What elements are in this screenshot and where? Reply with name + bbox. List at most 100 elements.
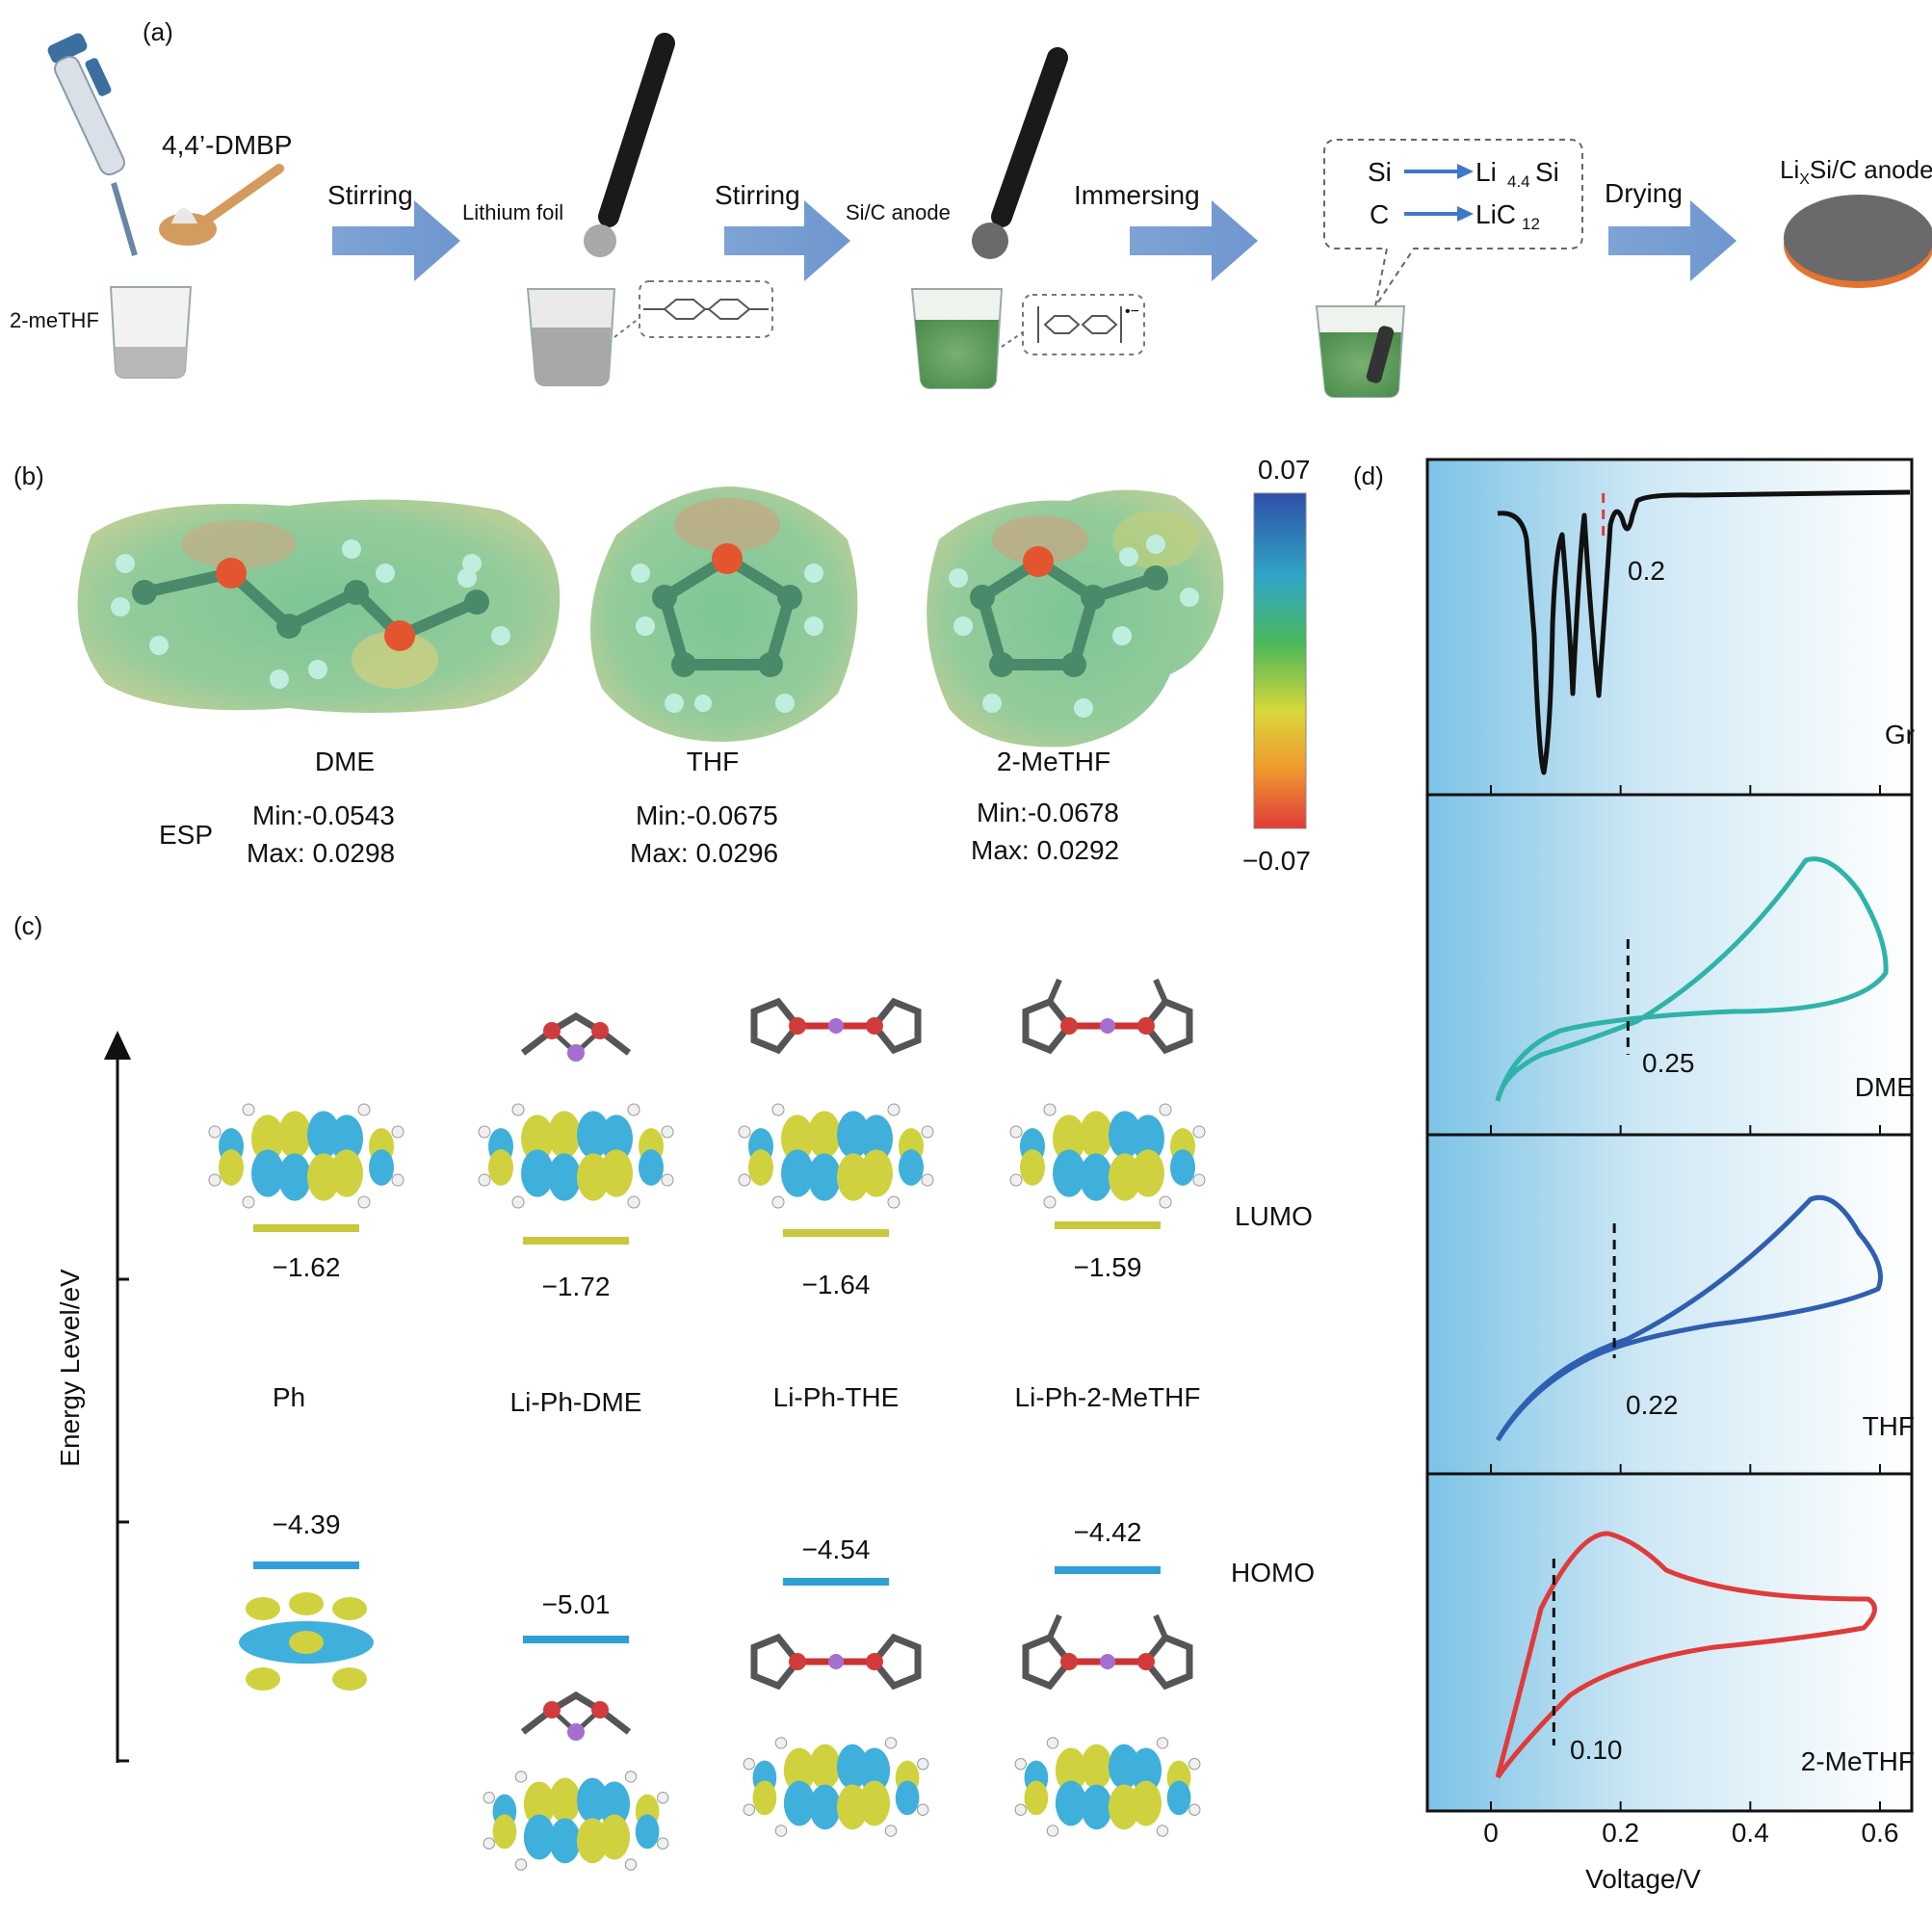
ligand-structure <box>520 1691 632 1741</box>
orbital-lobe <box>1080 1153 1112 1201</box>
cv-curve-dme <box>1495 856 1889 1102</box>
orbital-lobe <box>1081 1744 1112 1790</box>
orbital-lobe <box>488 1149 513 1186</box>
x-axis-label: Voltage/V <box>1585 1864 1701 1894</box>
hydrogen-atom <box>1156 1737 1169 1749</box>
orbital-lobe <box>1132 1115 1164 1163</box>
step1-label: Stirring <box>327 180 413 210</box>
orbital-lobe <box>1055 1747 1087 1794</box>
orbital-lobe <box>858 1780 891 1826</box>
orbital-lobe <box>1053 1149 1085 1197</box>
hydrogen-atom <box>917 1758 929 1771</box>
hydrogen-atom <box>657 1792 669 1804</box>
orbital-lobe <box>598 1781 631 1827</box>
orbital-lobe <box>523 1814 556 1860</box>
orbital-lobe <box>781 1149 814 1197</box>
homo-value: −4.54 <box>802 1535 871 1564</box>
orbital-lobe <box>808 1111 841 1159</box>
ligand-structure <box>520 1011 632 1062</box>
reaction-si-tail: Si <box>1535 157 1559 187</box>
hydrogen-atom <box>511 1103 525 1116</box>
lumo-value: −1.64 <box>802 1270 871 1299</box>
orbital-lobe <box>330 1115 363 1163</box>
orbital-lobe <box>781 1115 814 1163</box>
hydrogen-atom <box>887 1195 901 1209</box>
ligand-structure <box>1022 1613 1193 1691</box>
ligand-structure <box>750 997 922 1055</box>
orbital-lobe <box>492 1814 517 1849</box>
molecule-name-2methf: 2-MeTHF <box>997 747 1110 776</box>
panel-c: (c) Energy Level/eV LUMO HOMO −1.62Ph−4.… <box>13 911 1315 1871</box>
hydrogen-atom <box>624 1771 638 1783</box>
ligand-structure <box>1022 978 1193 1055</box>
hydrogen-atom <box>771 1103 785 1116</box>
esp-surface-thf <box>590 486 858 742</box>
hydrogen-atom <box>661 1173 674 1187</box>
orbital-lobe <box>523 1781 556 1827</box>
colorbar-min: −0.07 <box>1242 846 1311 876</box>
cv-curve-gr <box>1497 489 1911 775</box>
orbital-lobe <box>1130 1780 1162 1826</box>
homo-orbital-lobe <box>289 1592 324 1615</box>
reaction-c-right: LiC <box>1475 199 1516 229</box>
reaction-si-sub: 4.4 <box>1507 172 1530 191</box>
hydrogen-atom <box>657 1837 669 1849</box>
hydrogen-atom <box>661 1125 674 1139</box>
beaker-4 <box>1315 305 1406 398</box>
hydrogen-atom <box>511 1195 525 1209</box>
orbital-lobe <box>783 1747 816 1794</box>
product-label: LiXSi/C anode <box>1780 155 1932 188</box>
spoon-icon <box>159 164 284 246</box>
cv-curve-name: Gr <box>1885 720 1915 749</box>
hydrogen-atom <box>391 1173 405 1187</box>
hydrogen-atom <box>738 1173 751 1187</box>
lumo-value: −1.62 <box>273 1252 341 1282</box>
complex-name: Li-Ph-2-MeTHF <box>1015 1382 1201 1412</box>
hydrogen-atom <box>208 1125 222 1139</box>
orbital-lobe <box>1166 1780 1191 1816</box>
hydrogen-atom <box>1046 1737 1059 1749</box>
orbital-lobe <box>809 1744 841 1790</box>
orbital-lobe <box>548 1153 581 1201</box>
homo-value: −4.39 <box>273 1509 341 1539</box>
hydrogen-atom <box>743 1758 755 1771</box>
orbital-lobe <box>783 1780 816 1826</box>
hydrogen-atom <box>1159 1195 1172 1209</box>
process-arrow-4 <box>1608 200 1736 281</box>
esp-label: ESP <box>159 820 213 850</box>
process-arrow-3 <box>1130 200 1258 281</box>
lithium-foil-label: Lithium foil <box>462 200 563 224</box>
step3-label: Immersing <box>1074 180 1200 210</box>
complex-name: Li-Ph-THE <box>773 1382 900 1412</box>
molecule-name-thf: THF <box>687 747 739 776</box>
cv-curve-name: 2-MeTHF <box>1801 1746 1915 1776</box>
orbital-lobe <box>278 1111 311 1159</box>
orbital-lobe <box>1024 1780 1049 1816</box>
pipette-icon <box>47 33 138 256</box>
radical-anion-superscript: •− <box>1125 303 1139 320</box>
complex-name: Ph <box>273 1382 305 1412</box>
hydrogen-atom <box>1046 1824 1059 1837</box>
2methf-min: Min:-0.0678 <box>977 798 1119 827</box>
reaction-si-right: Li <box>1475 157 1497 187</box>
orbital-lobe <box>521 1149 554 1197</box>
x-tick-label: 0 <box>1483 1818 1499 1848</box>
orbital-lobe <box>895 1780 920 1816</box>
reaction-callout: Si Li 4.4 Si C LiC 12 <box>1323 139 1583 307</box>
homo-label: HOMO <box>1231 1558 1315 1587</box>
hydrogen-atom <box>1043 1195 1057 1209</box>
orbital-lobe <box>1132 1149 1164 1197</box>
cv-curve-name: DME <box>1855 1072 1915 1102</box>
orbital-lobe <box>598 1814 631 1860</box>
esp-colorbar <box>1253 492 1307 829</box>
hydrogen-atom <box>774 1824 788 1837</box>
orbital-lobe <box>600 1115 633 1163</box>
complex-name: Li-Ph-DME <box>510 1387 642 1417</box>
ligand-structure <box>750 1633 922 1691</box>
thf-min: Min:-0.0675 <box>636 800 778 830</box>
